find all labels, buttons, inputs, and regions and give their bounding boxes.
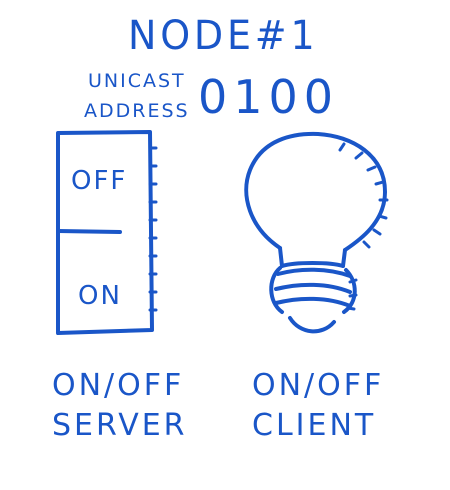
node-title: NODE#1 bbox=[128, 13, 319, 59]
server-caption: ON/OFF SERVER bbox=[52, 366, 188, 446]
bulb-base bbox=[288, 316, 336, 334]
unicast-address-value: 0100 bbox=[198, 70, 340, 124]
bulb-screw-right-edge bbox=[342, 268, 357, 314]
switch-ticks bbox=[148, 146, 158, 312]
client-caption-line1: ON/OFF bbox=[252, 368, 385, 403]
client-caption: ON/OFF CLIENT bbox=[252, 366, 384, 446]
bulb-glass bbox=[244, 131, 387, 252]
bulb-neck-left bbox=[278, 246, 284, 268]
bulb-screw-2 bbox=[274, 282, 352, 294]
client-caption-line2: CLIENT bbox=[252, 408, 377, 443]
unicast-label-line2: ADDRESS bbox=[84, 100, 190, 122]
on-off-switch-icon bbox=[56, 130, 158, 335]
switch-on-label: ON bbox=[78, 281, 122, 311]
switch-divider bbox=[56, 229, 122, 234]
bulb-screw-top bbox=[280, 261, 345, 268]
bulb-ticks bbox=[338, 142, 389, 311]
switch-frame bbox=[56, 130, 154, 335]
unicast-address-label: UNICAST ADDRESS bbox=[84, 66, 190, 126]
switch-off-label: OFF bbox=[71, 166, 127, 196]
bulb-screw-3 bbox=[274, 296, 352, 308]
bulb-screw-left-edge bbox=[269, 266, 284, 314]
server-caption-line1: ON/OFF bbox=[52, 368, 185, 403]
bulb-neck-right bbox=[341, 248, 347, 268]
unicast-label-line1: UNICAST bbox=[87, 70, 186, 92]
bulb-screw-1 bbox=[276, 267, 352, 278]
server-caption-line2: SERVER bbox=[52, 408, 188, 443]
light-bulb-icon bbox=[244, 131, 389, 334]
